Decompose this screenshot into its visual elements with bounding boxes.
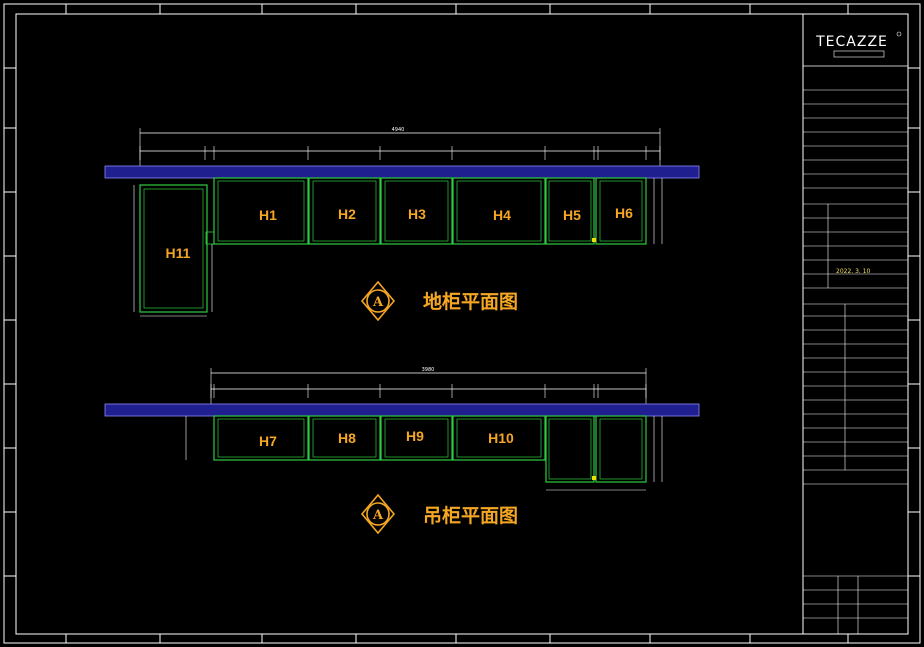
cabinet-h10 <box>452 415 546 461</box>
label-h11: H11 <box>166 245 191 261</box>
svg-text:A: A <box>372 508 384 523</box>
cabinet-h11 <box>139 184 208 313</box>
title-block: TECAZZE 2022. 3. 10 <box>802 13 909 635</box>
label-h5: H5 <box>563 207 581 223</box>
sheet-outer-frame <box>3 3 921 644</box>
label-h9: H9 <box>406 428 424 444</box>
cabinet-wall-corner-a <box>545 415 595 483</box>
base-wall-strip <box>104 165 700 179</box>
logo-text: TECAZZE <box>815 34 888 50</box>
cabinet-h7 <box>213 415 309 461</box>
wall-view-marker: A <box>360 493 396 535</box>
cabinet-h8 <box>308 415 381 461</box>
cabinet-h3 <box>380 177 453 245</box>
cabinet-h6 <box>595 177 647 245</box>
label-h7: H7 <box>259 433 277 449</box>
cabinet-wall-corner-b <box>595 415 647 483</box>
wall-wall-strip <box>104 403 700 417</box>
frame-tick-marks <box>4 4 920 643</box>
cabinet-h9 <box>380 415 453 461</box>
label-h10: H10 <box>488 430 514 446</box>
svg-text:A: A <box>372 295 384 310</box>
base-view-title: 地柜平面图 <box>423 290 518 313</box>
label-h2: H2 <box>338 206 356 222</box>
title-block-date: 2022. 3. 10 <box>836 268 871 275</box>
cabinet-h4 <box>452 177 546 245</box>
label-h8: H8 <box>338 430 356 446</box>
label-h1: H1 <box>259 207 277 223</box>
label-h3: H3 <box>408 206 426 222</box>
wall-overall-dimension: 3980 <box>422 367 435 373</box>
cabinet-h5 <box>545 177 595 245</box>
wall-view-title: 吊柜平面图 <box>423 505 518 527</box>
logo: TECAZZE <box>815 31 902 58</box>
base-overall-dimension: 4940 <box>392 127 405 133</box>
wall-cabinet-plan: 3980 H7 H8 H9 H10 A <box>104 367 700 535</box>
base-cabinet-plan: 4940 H1 <box>104 127 700 322</box>
label-h6: H6 <box>615 205 633 221</box>
base-view-marker: A <box>360 280 396 322</box>
label-h4: H4 <box>493 207 511 223</box>
sheet-inner-frame <box>15 13 909 635</box>
cabinet-h1 <box>213 177 309 245</box>
cabinet-h2 <box>308 177 381 245</box>
